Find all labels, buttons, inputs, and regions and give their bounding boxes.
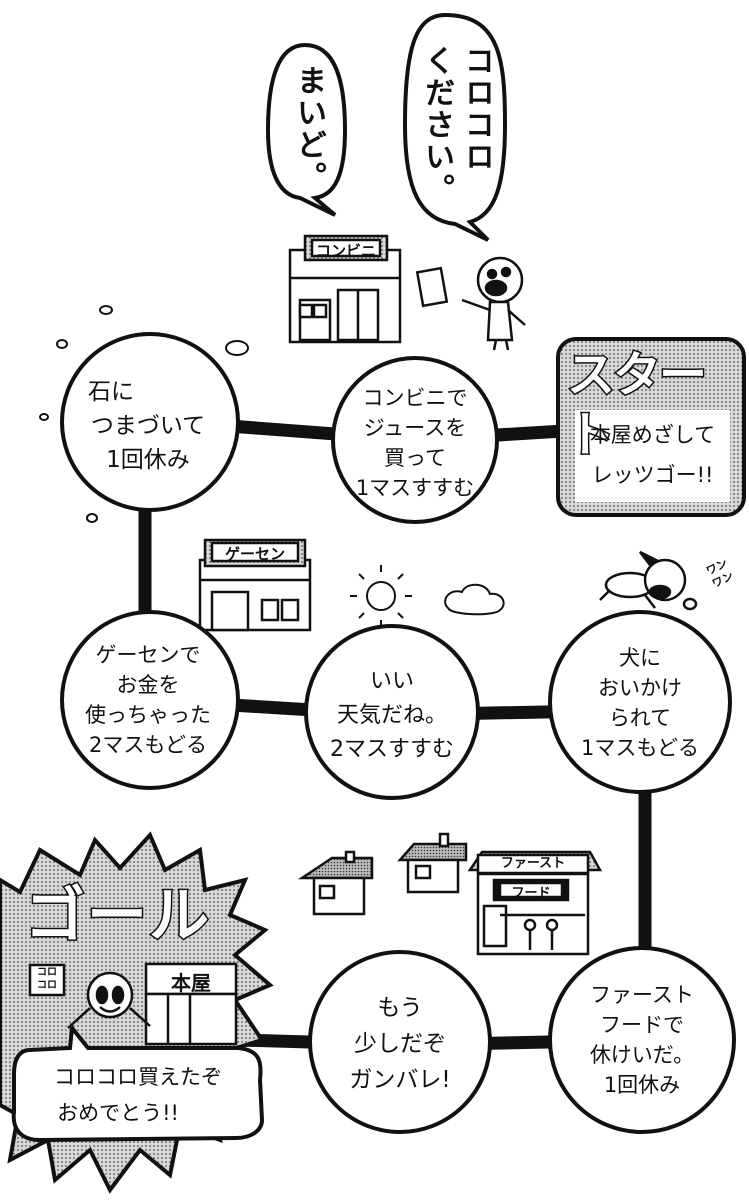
- goal-line1: コロコロ買えたぞ: [54, 1065, 222, 1089]
- square-fastfood-line: 1回休み: [603, 1073, 681, 1097]
- square-weather-line: いい: [369, 669, 414, 694]
- house-illustration-1: [297, 850, 374, 916]
- square-stone-text: 石に つまづいて 1回休み: [68, 375, 228, 477]
- square-gesen-line: 2マスもどる: [89, 733, 207, 757]
- gesen-store-illustration: [198, 538, 312, 632]
- square-konbini-line: ジュースを: [363, 416, 467, 440]
- square-dog: [548, 610, 732, 794]
- sun-icon: [350, 565, 412, 627]
- bookstore-sign: 本屋: [171, 971, 211, 995]
- square-dog-text: 犬に おいかけ られて 1マスもどる: [560, 643, 720, 763]
- square-stone: [60, 332, 240, 512]
- square-fastfood-text: ファースト フードで 休けいだ。 1回休み: [562, 980, 722, 1100]
- goal-line2: おめでとう!!: [57, 1101, 179, 1125]
- start-square: [556, 337, 746, 517]
- square-gesen-text: ゲーセンで お金を 使っちゃった 2マスもどる: [68, 640, 228, 760]
- square-weather-line: 天気だね。: [336, 703, 447, 728]
- square-dog-line: おいかけ: [598, 676, 682, 700]
- start-line1: 本屋めざして: [589, 423, 716, 447]
- dog-character: [599, 550, 698, 611]
- square-gesen-line: 使っちゃった: [85, 703, 211, 727]
- customer-character: [415, 256, 526, 351]
- house-illustration-2: [397, 832, 468, 894]
- square-konbini-line: 1マスすすむ: [355, 476, 475, 500]
- square-stone-line: 1回休み: [106, 447, 190, 473]
- speech-text-clerk: まいど。: [291, 65, 326, 193]
- square-weather: [304, 624, 480, 800]
- square-dog-line: 犬に: [619, 646, 661, 670]
- square-almost-text: もう 少しだぞ ガンバレ!: [320, 990, 480, 1098]
- square-gesen-line: ゲーセンで: [95, 643, 201, 667]
- square-almost-line: 少しだぞ: [354, 1031, 446, 1057]
- square-stone-line: つまづいて: [90, 413, 206, 439]
- fastfood-sign-bottom: フード: [511, 886, 551, 901]
- square-fastfood-line: フードで: [600, 1013, 684, 1037]
- gesen-sign-label: ゲーセン: [224, 545, 285, 563]
- fastfood-sign-top: ファースト: [500, 856, 566, 871]
- fastfood-store-illustration: [467, 850, 603, 956]
- square-konbini-line: コンビニで: [362, 386, 468, 410]
- speech-bubble-customer: [402, 12, 508, 242]
- square-almost-line: もう: [377, 995, 423, 1021]
- speech-bubble-clerk: [265, 42, 348, 217]
- square-dog-line: られて: [608, 706, 672, 730]
- bookstore-illustration: [28, 962, 238, 1046]
- square-almost: [308, 950, 492, 1134]
- start-title: スタート: [566, 346, 709, 465]
- square-weather-line: 2マスすすむ: [330, 737, 454, 762]
- goal-message-bubble: [11, 1022, 265, 1143]
- square-dog-line: 1マスもどる: [581, 736, 699, 760]
- mascot-character: [67, 971, 151, 1029]
- konbini-store-illustration: [288, 234, 402, 344]
- square-konbini-text: コンビニで ジュースを 買って 1マスすすむ: [335, 383, 495, 503]
- start-line2: レッツゴー!!: [591, 463, 714, 487]
- square-almost-line: ガンバレ!: [349, 1067, 451, 1093]
- square-konbini-line: 買って: [384, 446, 446, 470]
- square-fastfood-line: 休けいだ。: [589, 1043, 695, 1067]
- goal-title: ゴール: [24, 880, 211, 953]
- square-gesen: [60, 610, 240, 790]
- pebbles: [39, 305, 249, 523]
- square-fastfood: [548, 946, 736, 1134]
- konbini-sign-label: コンビニ: [315, 242, 376, 260]
- square-weather-text: いい 天気だね。 2マスすすむ: [312, 665, 472, 767]
- bookstore-book-sign: コロ コロ: [37, 967, 57, 991]
- speech-text-customer: コロコロ ください。: [419, 45, 494, 205]
- square-konbini: [331, 356, 499, 524]
- square-gesen-line: お金を: [116, 673, 180, 697]
- square-fastfood-line: ファースト: [590, 983, 694, 1007]
- square-stone-line: 石に: [88, 379, 134, 405]
- cloud-icon: [444, 583, 505, 616]
